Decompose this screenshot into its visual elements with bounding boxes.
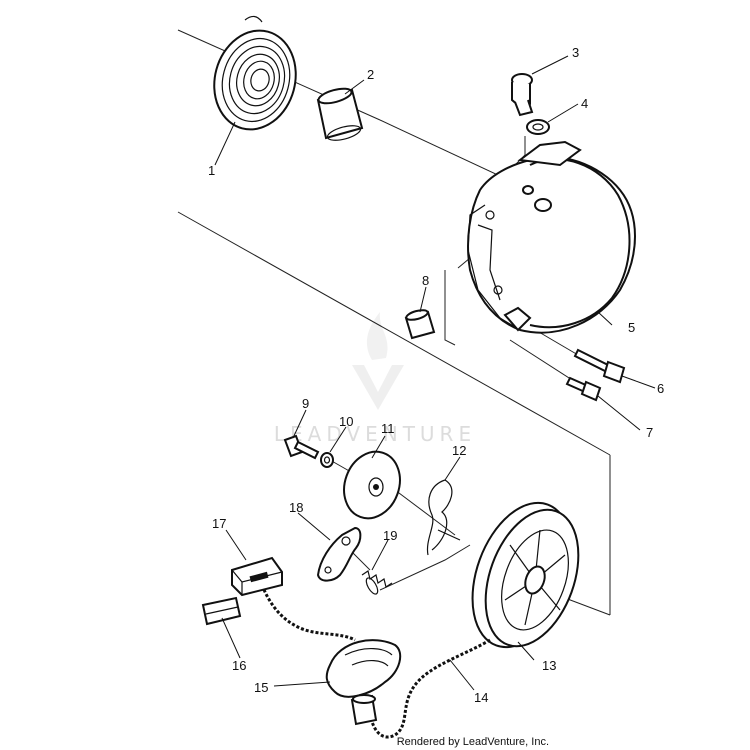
callout-17: 17 <box>212 516 226 531</box>
watermark-text: LEADVENTURE <box>274 422 476 446</box>
callout-2: 2 <box>367 67 374 82</box>
credit-text: Rendered by LeadVenture, Inc. <box>397 736 549 748</box>
callout-7: 7 <box>646 425 653 440</box>
callout-19: 19 <box>383 528 397 543</box>
callout-14: 14 <box>474 690 488 705</box>
coil-spring-part <box>361 570 393 595</box>
callout-8: 8 <box>422 273 429 288</box>
bushing-part <box>316 87 364 141</box>
short-bolt-part <box>565 376 602 402</box>
assembly-lines <box>177 29 611 616</box>
callout-12: 12 <box>452 443 466 458</box>
watermark-logo <box>352 312 404 410</box>
callout-13: 13 <box>542 658 556 673</box>
long-bolt-part <box>573 348 626 384</box>
grip-insert-part <box>201 596 242 626</box>
callout-16: 16 <box>232 658 246 673</box>
callout-4: 4 <box>581 96 588 111</box>
ratchet-pawl-part <box>316 526 362 582</box>
rope-pulley-part <box>471 501 580 649</box>
handle-cap-part <box>231 556 283 597</box>
small-washer-part <box>320 452 334 468</box>
washer-part <box>526 119 550 135</box>
return-spring-part <box>426 479 461 556</box>
friction-plate-part <box>343 450 401 520</box>
fitting-part <box>511 73 534 117</box>
callout-15: 15 <box>254 680 268 695</box>
sleeve-part <box>404 309 436 340</box>
callout-1: 1 <box>208 163 215 178</box>
callout-3: 3 <box>572 45 579 60</box>
leader-lines <box>214 55 656 691</box>
callout-11: 11 <box>381 421 395 436</box>
rope-handle-part <box>325 639 402 726</box>
callout-5: 5 <box>628 320 635 335</box>
callout-18: 18 <box>289 500 303 515</box>
callout-labels: 1 2 3 4 5 6 7 8 9 10 11 12 13 14 15 16 1… <box>208 45 664 705</box>
callout-10: 10 <box>339 414 353 429</box>
screw-part <box>283 434 320 460</box>
starter-housing-part <box>467 140 636 334</box>
callout-6: 6 <box>657 381 664 396</box>
callout-9: 9 <box>302 396 309 411</box>
handle-cord-part <box>260 584 356 642</box>
recoil-spring-part <box>213 15 297 131</box>
starter-rope-part <box>368 638 491 739</box>
